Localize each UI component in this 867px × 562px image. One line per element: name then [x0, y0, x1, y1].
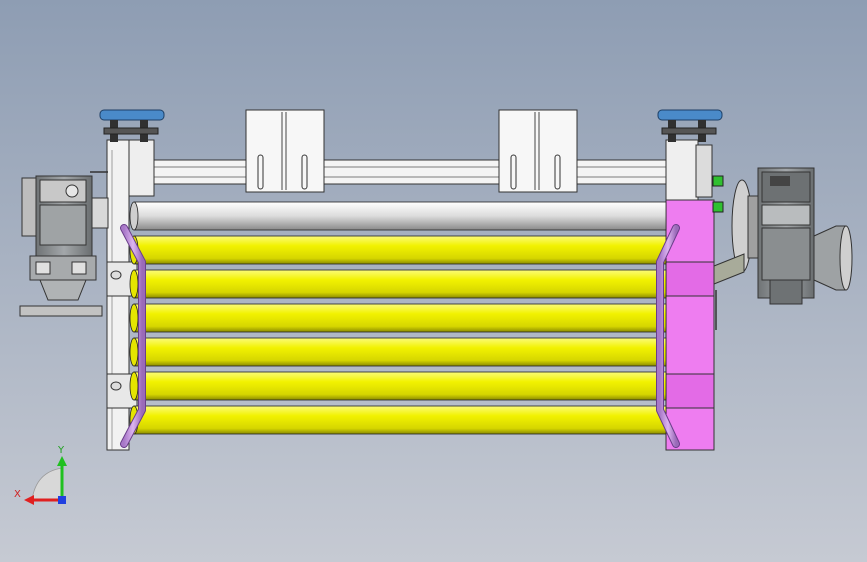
brace-right — [656, 224, 680, 448]
y-axis-arrowhead — [57, 456, 67, 466]
roller-stack — [129, 201, 667, 435]
top-beam — [149, 159, 671, 185]
roller-yellow — [129, 269, 667, 299]
caster-left — [99, 109, 165, 142]
y-axis-label: Y — [57, 445, 65, 456]
roller-yellow — [129, 371, 667, 401]
roller-yellow — [129, 303, 667, 333]
x-axis-arrowhead — [24, 495, 34, 505]
roller-grey — [129, 201, 667, 231]
right-side-plate — [665, 139, 724, 451]
left-gear-motor — [19, 171, 109, 317]
z-axis-marker — [58, 496, 66, 504]
roller-yellow — [129, 337, 667, 367]
roller-yellow — [129, 235, 667, 265]
caster-right — [657, 109, 723, 142]
roller-yellow — [129, 405, 667, 435]
right-gear-motor — [713, 167, 853, 330]
mounting-bracket-right — [498, 109, 578, 193]
brace-left — [120, 224, 146, 448]
x-axis-label: X — [14, 489, 21, 500]
mounting-bracket-left — [245, 109, 325, 193]
coordinate-triad[interactable]: X Y — [14, 445, 67, 505]
